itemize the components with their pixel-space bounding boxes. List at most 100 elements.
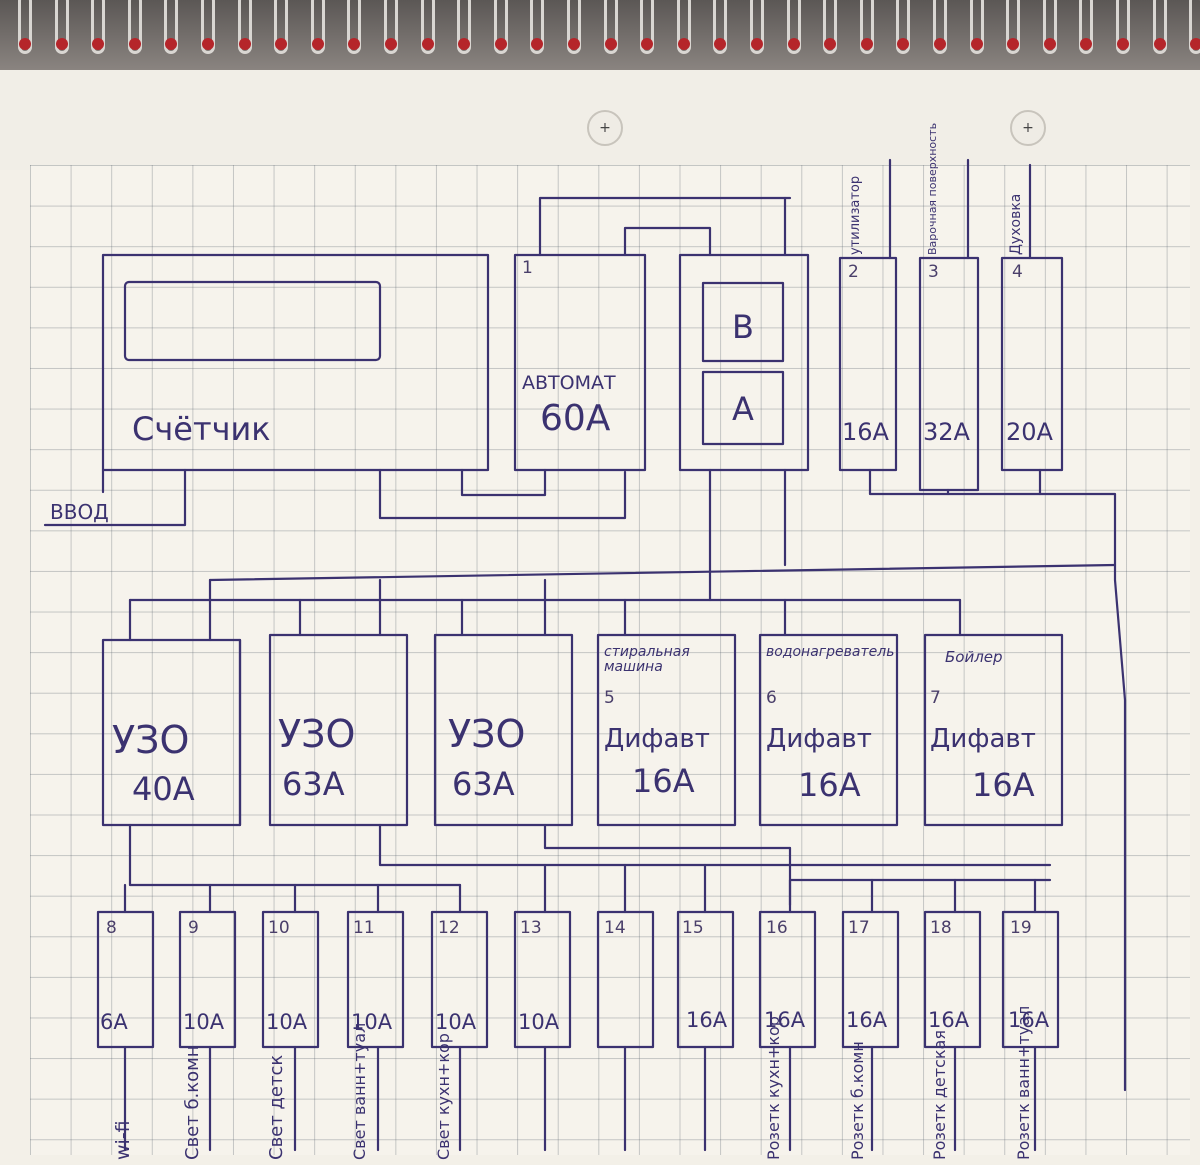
binding-hole xyxy=(677,38,690,50)
spiral-binding xyxy=(0,0,1200,70)
switch-top-label: В xyxy=(732,308,754,346)
branch-13-number: 13 xyxy=(520,918,542,938)
meter-label: Счётчик xyxy=(132,410,271,448)
punch-hole-icon: + xyxy=(1010,110,1046,146)
diff-breaker-5-number: 5 xyxy=(604,688,615,708)
branch-18-number: 18 xyxy=(930,918,952,938)
spiral-ring xyxy=(164,0,179,54)
diff-breaker-6-rating: 16А xyxy=(798,766,861,804)
spiral-ring xyxy=(420,0,435,54)
diff-breaker-7-rating: 16А xyxy=(972,766,1035,804)
spiral-ring xyxy=(1042,0,1057,54)
binding-hole xyxy=(824,38,837,50)
punch-hole-icon: + xyxy=(587,110,623,146)
switch-a xyxy=(701,370,785,446)
branch-8-load: wi-fi xyxy=(112,1120,134,1160)
rcd-2-rating: 63А xyxy=(282,765,345,803)
spiral-ring xyxy=(347,0,362,54)
binding-hole xyxy=(1007,38,1020,50)
spiral-ring xyxy=(237,0,252,54)
binding-hole xyxy=(1190,38,1200,50)
breaker-2-number: 2 xyxy=(848,262,859,282)
binding-hole xyxy=(1117,38,1129,50)
diff-breaker-5-caption: стиральная машина xyxy=(604,644,690,675)
spiral-ring xyxy=(1116,0,1130,54)
breaker-2-box xyxy=(838,256,898,472)
binding-hole xyxy=(897,38,910,50)
input-label: ВВОД xyxy=(50,500,109,524)
branch-9-rating: 10А xyxy=(183,1010,225,1034)
branch-10-number: 10 xyxy=(268,918,290,938)
spiral-ring xyxy=(384,0,398,54)
branch-11-rating: 10А xyxy=(351,1010,393,1034)
binding-hole xyxy=(970,38,983,50)
spiral-ring xyxy=(1006,0,1021,54)
spiral-ring xyxy=(1152,0,1167,54)
branch-16-number: 16 xyxy=(766,918,788,938)
wire xyxy=(788,846,1052,907)
binding-hole xyxy=(787,38,800,50)
branch-17-load: Розетк б.комн xyxy=(848,1041,867,1160)
binding-hole xyxy=(714,38,727,50)
branch-17-rating: 16А xyxy=(846,1008,888,1032)
rcd-3-label: УЗО xyxy=(448,712,526,756)
binding-hole xyxy=(202,38,214,50)
spiral-ring xyxy=(201,0,215,54)
binding-hole xyxy=(238,38,251,50)
spiral-ring xyxy=(969,0,984,54)
binding-hole xyxy=(751,38,763,50)
binding-hole xyxy=(1043,38,1056,50)
main-breaker-title: АВТОМАТ xyxy=(522,372,616,394)
spiral-ring xyxy=(274,0,289,54)
breaker-3-load: Варочная поверхность xyxy=(926,122,939,255)
branch-16-rating: 16А xyxy=(764,1008,806,1032)
branch-10-rating: 10А xyxy=(266,1010,308,1034)
binding-hole xyxy=(604,38,617,50)
breaker-4-load: Духовка xyxy=(1008,193,1024,255)
spiral-ring xyxy=(859,0,874,54)
breaker-4-rating: 20А xyxy=(1006,418,1053,446)
binding-hole xyxy=(934,38,946,50)
rcd-3-rating: 63А xyxy=(452,765,515,803)
breaker-2-load: утилизатор xyxy=(848,175,863,255)
rcd-3-box xyxy=(433,633,574,827)
binding-hole xyxy=(531,38,544,50)
binding-hole xyxy=(19,38,31,50)
spiral-ring xyxy=(603,0,618,54)
switch-b xyxy=(701,281,785,363)
branch-drops xyxy=(123,863,1037,914)
spiral-ring xyxy=(567,0,581,54)
branch-19-rating: 16А xyxy=(1008,1008,1050,1032)
rcd-2-label: УЗО xyxy=(278,712,356,756)
spiral-ring xyxy=(18,0,32,54)
branch-19-load: Розетк ванн+туал xyxy=(1014,1005,1033,1160)
meter-box xyxy=(101,253,490,472)
branch-8-number: 8 xyxy=(106,918,117,938)
spiral-ring xyxy=(640,0,655,54)
diff-breaker-7-label: Дифавт xyxy=(930,724,1036,754)
binding-hole xyxy=(641,38,654,50)
paper-margin: + + xyxy=(0,70,1200,170)
binding-hole xyxy=(348,38,361,50)
breaker-4-box xyxy=(1000,256,1064,472)
output-leads xyxy=(123,1045,1037,1152)
spiral-ring xyxy=(750,0,764,54)
branch-12-number: 12 xyxy=(438,918,460,938)
binding-hole xyxy=(1153,38,1166,50)
spiral-ring xyxy=(933,0,947,54)
branch-9-load: Свет б.комн xyxy=(182,1045,203,1160)
branch-11-load: Свет ванн+туал xyxy=(350,1022,369,1160)
binding-hole xyxy=(128,38,141,50)
diff-breaker-5-label: Дифавт xyxy=(604,724,710,754)
branch-19-number: 19 xyxy=(1010,918,1032,938)
binding-hole xyxy=(311,38,324,50)
binding-hole xyxy=(860,38,873,50)
wire xyxy=(543,823,792,850)
branch-12-rating: 10А xyxy=(435,1010,477,1034)
bus-wire xyxy=(128,823,462,887)
breaker-2-rating: 16А xyxy=(842,418,889,446)
input-wire xyxy=(43,468,187,527)
wire xyxy=(378,468,627,520)
branch-18-rating: 16А xyxy=(928,1008,970,1032)
